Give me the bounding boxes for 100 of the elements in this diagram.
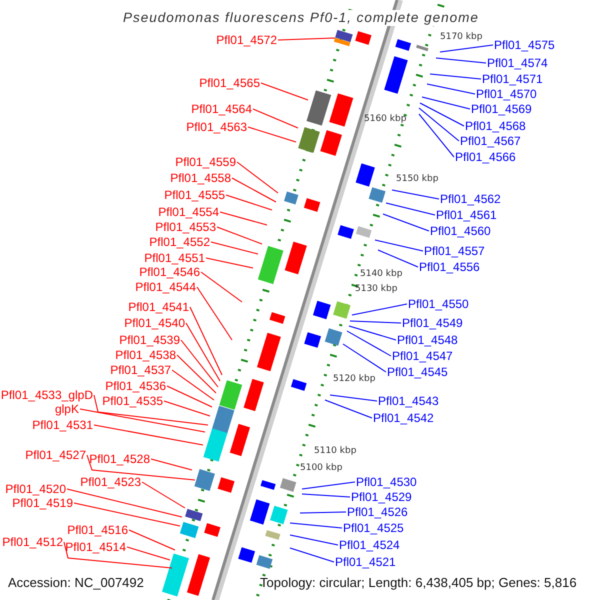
scale-label: 5150 kbp bbox=[396, 174, 438, 185]
gene-label: Pfl01_4531 bbox=[32, 418, 93, 432]
leader-line bbox=[324, 400, 372, 418]
gene-label: Pfl01_4519 bbox=[12, 496, 73, 510]
scale-label: 5100 kbp bbox=[300, 463, 342, 474]
leader-line bbox=[206, 258, 254, 268]
gene-label: Pfl01_4570 bbox=[476, 87, 537, 101]
gene-label: Pfl01_4562 bbox=[440, 192, 501, 206]
scale-label: 5130 kbp bbox=[355, 284, 398, 295]
leader-line bbox=[382, 214, 430, 232]
gene-label: Pfl01_4536 bbox=[105, 379, 166, 393]
gene-label: Pfl01_4549 bbox=[402, 316, 463, 330]
leader-line bbox=[418, 114, 454, 158]
leader-line bbox=[128, 530, 176, 550]
leader-line bbox=[252, 108, 298, 128]
gene-label: Pfl01_4526 bbox=[347, 505, 408, 519]
leader-line bbox=[386, 202, 436, 216]
leader-line bbox=[226, 194, 272, 210]
leader-line bbox=[176, 354, 216, 394]
gene-label: Pfl01_4567 bbox=[460, 134, 521, 148]
gene-label: Pfl01_4528 bbox=[89, 452, 150, 466]
leader-line bbox=[290, 522, 342, 528]
gene-label: Pfl01_4557 bbox=[424, 244, 485, 258]
gene-label: Pfl01_4512 bbox=[2, 535, 63, 549]
leader-line bbox=[248, 126, 296, 142]
leader-line bbox=[440, 44, 494, 52]
gene-label: Pfl01_4546 bbox=[139, 265, 200, 279]
leader-line bbox=[330, 394, 378, 402]
gene-label: Pfl01_4565 bbox=[199, 76, 260, 90]
leader-line bbox=[74, 502, 180, 526]
gene-label: Pfl01_4514 bbox=[65, 540, 126, 554]
gene-label: Pfl01_4551 bbox=[144, 251, 205, 265]
leader-line bbox=[278, 38, 336, 40]
gene-label: Pfl01_4525 bbox=[343, 521, 404, 535]
gene-label: Pfl01_4516 bbox=[67, 523, 128, 537]
leader-line bbox=[350, 320, 402, 324]
leader-line bbox=[220, 212, 268, 226]
gene-label: Pfl01_4569 bbox=[471, 102, 532, 116]
gene-label: Pfl01_4574 bbox=[487, 56, 548, 70]
gene-label: Pfl01_4571 bbox=[482, 72, 543, 86]
gene-label: Pfl01_4550 bbox=[408, 297, 469, 311]
gene-label: Pfl01_4537 bbox=[110, 363, 171, 377]
leader-line bbox=[302, 494, 350, 498]
gene-label: Pfl01_4553 bbox=[155, 220, 216, 234]
leader-line bbox=[94, 394, 208, 426]
gene-label: Pfl01_4540 bbox=[124, 316, 185, 330]
leader-line bbox=[172, 370, 214, 400]
scale-label: 5120 kbp bbox=[333, 374, 376, 385]
gene-label: Pfl01_4520 bbox=[5, 482, 66, 496]
gene-label: Pfl01_4523 bbox=[80, 475, 141, 489]
gene-label: Pfl01_4543 bbox=[378, 394, 439, 408]
leader-line bbox=[302, 482, 356, 490]
leader-line bbox=[200, 272, 242, 302]
leader-line bbox=[378, 250, 418, 268]
gene-label: Pfl01_4535 bbox=[102, 394, 163, 408]
leader-line bbox=[290, 548, 334, 562]
leader-line bbox=[300, 512, 346, 514]
gene-label: Pfl01_4563 bbox=[186, 120, 247, 134]
leader-line bbox=[86, 454, 196, 480]
leader-line bbox=[426, 84, 476, 94]
gene-label: Pfl01_4572 bbox=[216, 33, 277, 47]
gene-label: Pfl01_4530 bbox=[356, 475, 417, 489]
leader-line bbox=[94, 424, 204, 446]
leader-line bbox=[352, 304, 408, 316]
leader-line bbox=[420, 102, 464, 126]
leader-line bbox=[374, 240, 424, 252]
gene-label: Pfl01_4575 bbox=[494, 38, 555, 52]
gene-label: Pfl01_4524 bbox=[339, 538, 400, 552]
gene-label: Pfl01_4556 bbox=[419, 260, 480, 274]
leader-line bbox=[150, 458, 192, 470]
gene-label: Pfl01_4560 bbox=[430, 224, 491, 238]
leader-line bbox=[166, 386, 212, 408]
gene-label: Pfl01_4566 bbox=[455, 150, 516, 164]
accession-text: Accession: NC_007492 bbox=[8, 576, 144, 590]
leader-line bbox=[232, 178, 276, 202]
gene-label: Pfl01_4555 bbox=[164, 188, 225, 202]
leader-line bbox=[392, 190, 440, 200]
leader-line bbox=[418, 108, 460, 142]
gene-label: Pfl01_4558 bbox=[170, 171, 231, 185]
gene-label: Pfl01_4545 bbox=[387, 365, 448, 379]
leader-line bbox=[180, 340, 218, 388]
gene-label: Pfl01_4541 bbox=[128, 300, 189, 314]
gene-label: Pfl01_4542 bbox=[373, 411, 434, 425]
scale-label: 5170 kbp bbox=[440, 32, 482, 43]
genome-title: Pseudomonas fluorescens Pf0-1, complete genome bbox=[123, 10, 479, 26]
leader-line bbox=[126, 546, 170, 560]
leader-line bbox=[348, 326, 396, 340]
leader-line bbox=[142, 482, 186, 508]
leader-line bbox=[236, 162, 278, 194]
gene-label: Pfl01_4544 bbox=[135, 280, 196, 294]
gene-label: Pfl01_4548 bbox=[397, 333, 458, 347]
scale-label: 5160 kbp bbox=[364, 114, 406, 125]
leader-line bbox=[64, 542, 172, 568]
leader-line bbox=[290, 534, 338, 546]
leader-line bbox=[216, 226, 262, 244]
gene-label: Pfl01_4561 bbox=[436, 208, 497, 222]
leader-line bbox=[260, 82, 308, 100]
leader-line bbox=[210, 242, 258, 254]
leader-line bbox=[422, 96, 470, 110]
gene-label: Pfl01_4539 bbox=[119, 333, 180, 347]
